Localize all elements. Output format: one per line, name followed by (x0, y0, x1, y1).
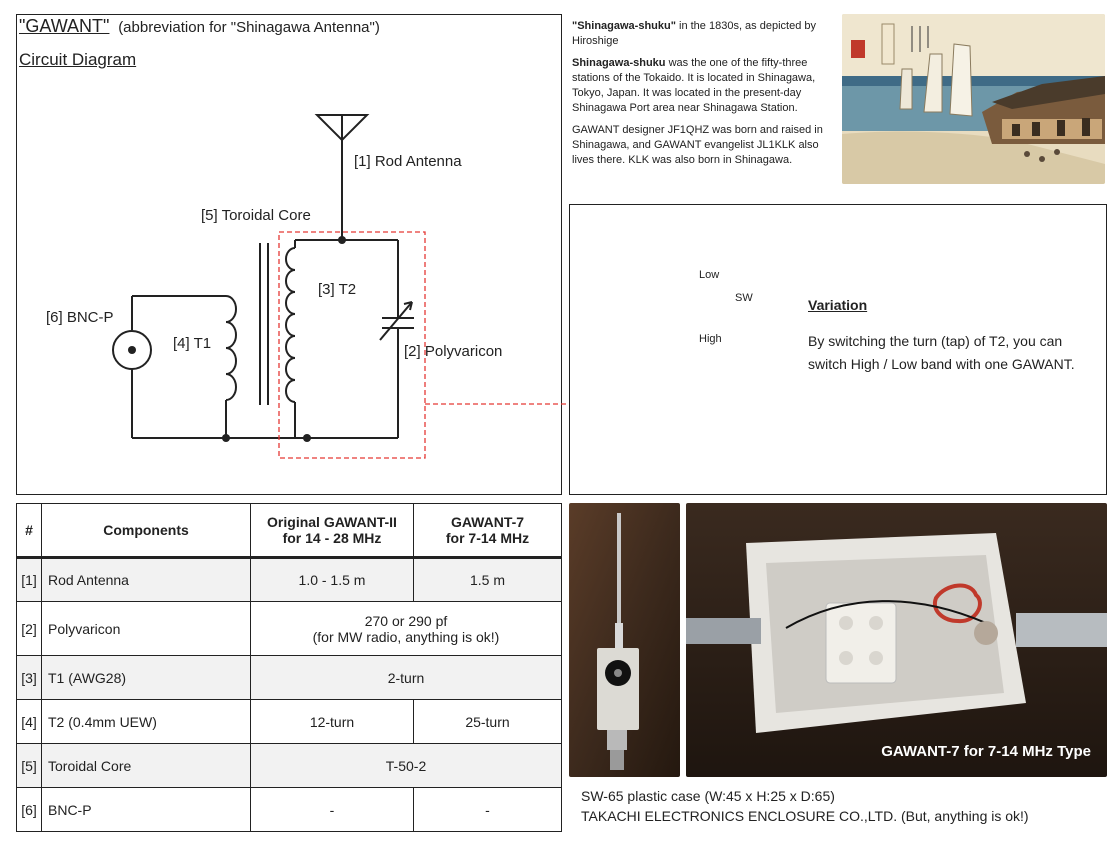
variation-panel (569, 204, 1107, 495)
row-num: [1] (16, 557, 42, 602)
t1-label: [4] T1 (173, 335, 212, 352)
case-line-1: SW-65 plastic case (W:45 x H:25 x D:65) (581, 788, 835, 804)
rod-antenna-label: [1] Rod Antenna (354, 153, 462, 170)
table-row: [6] BNC-P - - (16, 787, 562, 832)
row-value-merged: 2-turn (250, 655, 562, 700)
switch-label: SW (735, 292, 753, 304)
enclosure-photo: GAWANT-7 for 7-14 MHz Type (686, 503, 1107, 777)
table-row: [4] T2 (0.4mm UEW) 12-turn 25-turn (16, 699, 562, 744)
circuit-diagram-panel (16, 14, 562, 495)
row-num: [4] (16, 699, 42, 744)
row-value-ii: 1.0 - 1.5 m (250, 557, 414, 602)
row-num: [6] (16, 787, 42, 832)
row-value-ii: - (250, 787, 414, 832)
row-value-merged-line1: 270 or 290 pf (364, 612, 448, 629)
row-num: [5] (16, 743, 42, 788)
shinagawa-info: "Shinagawa-shuku" in the 1830s, as depic… (572, 19, 834, 175)
title-subtitle: (abbreviation for "Shinagawa Antenna") (118, 19, 380, 36)
row-component: T1 (AWG28) (41, 655, 251, 700)
row-value-merged-line2: (for MW radio, anything is ok!) (312, 628, 500, 645)
row-value-7: - (413, 787, 562, 832)
row-num: [2] (16, 601, 42, 656)
bnc-label: [6] BNC-P (46, 309, 114, 326)
header-num: # (16, 503, 42, 558)
info-history: Shinagawa-shuku was the one of the fifty… (572, 56, 834, 116)
table-row: [1] Rod Antenna 1.0 - 1.5 m 1.5 m (16, 557, 562, 602)
row-value-merged: 270 or 290 pf (for MW radio, anything is… (250, 601, 562, 656)
high-tap-label: High (699, 333, 722, 345)
table-header-row: # Components Original GAWANT-II for 14 -… (16, 503, 562, 558)
row-component: Toroidal Core (41, 743, 251, 788)
polyvaricon-label: [2] Polyvaricon (404, 343, 503, 360)
title-main: "GAWANT" (19, 16, 110, 36)
row-component: Rod Antenna (41, 557, 251, 602)
case-description: SW-65 plastic case (W:45 x H:25 x D:65) … (581, 786, 1029, 826)
table-row: [3] T1 (AWG28) 2-turn (16, 655, 562, 700)
components-table: # Components Original GAWANT-II for 14 -… (16, 503, 562, 832)
row-component: BNC-P (41, 787, 251, 832)
table-row: [2] Polyvaricon 270 or 290 pf (for MW ra… (16, 601, 562, 656)
row-value-ii: 12-turn (250, 699, 414, 744)
t2-label: [3] T2 (318, 281, 357, 298)
variation-title: Variation (808, 297, 868, 313)
case-line-2: TAKACHI ELECTRONICS ENCLOSURE CO.,LTD. (… (581, 808, 1029, 824)
table-row: [5] Toroidal Core T-50-2 (16, 743, 562, 788)
info-history-bold: Shinagawa-shuku (572, 57, 666, 69)
info-caption: "Shinagawa-shuku" in the 1830s, as depic… (572, 19, 834, 49)
variation-description: By switching the turn (tap) of T2, you c… (808, 333, 1075, 372)
info-history-rest: was the one of the fifty-three stations … (572, 57, 816, 114)
header-gawant-ii: Original GAWANT-II for 14 - 28 MHz (250, 503, 414, 558)
info-designer: GAWANT designer JF1QHZ was born and rais… (572, 124, 823, 166)
info-caption-bold: "Shinagawa-shuku" (572, 20, 676, 32)
row-value-7: 1.5 m (413, 557, 562, 602)
document-title: "GAWANT" (abbreviation for "Shinagawa An… (19, 16, 380, 37)
row-value-7: 25-turn (413, 699, 562, 744)
header-gawant-7: GAWANT-7 for 7-14 MHz (413, 503, 562, 558)
row-num: [3] (16, 655, 42, 700)
circuit-diagram-label: Circuit Diagram (19, 50, 137, 69)
header-components: Components (41, 503, 251, 558)
hiroshige-woodblock-image (842, 14, 1105, 184)
row-component: T2 (0.4mm UEW) (41, 699, 251, 744)
row-component: Polyvaricon (41, 601, 251, 656)
row-value-merged: T-50-2 (250, 743, 562, 788)
info-caption-rest: in the 1830s, as depicted by Hiroshige (572, 20, 816, 47)
rod-antenna-photo (569, 503, 680, 777)
low-tap-label: Low (699, 269, 720, 281)
photo-caption: GAWANT-7 for 7-14 MHz Type (881, 743, 1091, 760)
toroidal-core-label: [5] Toroidal Core (201, 207, 311, 224)
